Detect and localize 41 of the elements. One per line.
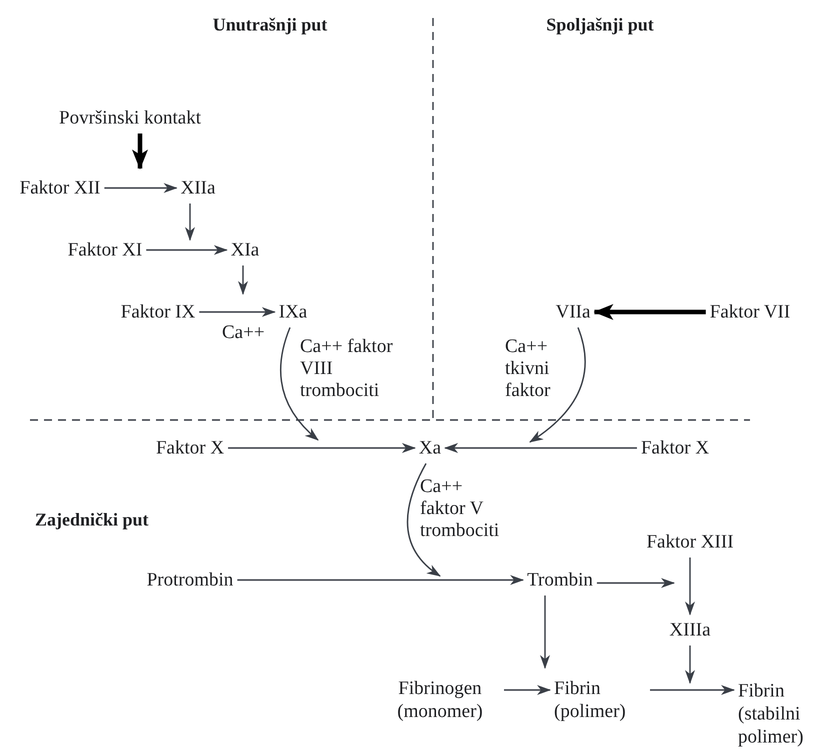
arrow (593, 304, 706, 320)
factor-label: Faktor VII (710, 300, 790, 324)
factor-label: XIIa (180, 176, 216, 200)
factor-label: Fibrinogen (monomer) (380, 677, 500, 723)
arrow (529, 327, 586, 443)
factor-label: Trombin (527, 568, 593, 592)
arrow (685, 646, 695, 684)
section-heading: Spoljašnji put (546, 14, 654, 36)
arrow (228, 443, 416, 453)
factor-label: XIa (230, 238, 260, 262)
factor-label: Faktor X (156, 436, 224, 460)
factor-label: XIIIa (669, 618, 711, 642)
arrow (237, 575, 524, 585)
arrow (238, 266, 248, 295)
factor-label: Xa (418, 436, 442, 460)
arrow (650, 685, 735, 695)
arrow (540, 596, 550, 669)
arrow (185, 204, 195, 241)
factor-label: Faktor IX (120, 300, 196, 324)
arrow (146, 245, 228, 255)
factor-label: Faktor XIII (646, 530, 734, 554)
factor-label: VIIa (556, 300, 590, 324)
arrow (280, 327, 319, 441)
factor-label: Faktor X (640, 436, 710, 460)
arrow (406, 463, 441, 577)
factor-label: IXa (278, 300, 308, 324)
arrow (104, 183, 178, 193)
factor-label: Fibrin (stabilni polimer) (738, 680, 824, 748)
arrow (685, 558, 695, 616)
arrow (504, 685, 551, 695)
factor-label: Faktor XI (68, 238, 142, 262)
factor-label: Protrombin (146, 568, 234, 592)
arrow (444, 443, 637, 453)
arrow (199, 307, 276, 317)
arrow (132, 134, 148, 170)
factor-label: Fibrin (polimer) (554, 677, 646, 723)
factor-label: Površinski kontakt (59, 106, 201, 130)
factor-label: Faktor XII (20, 176, 100, 200)
section-heading: Zajednički put (35, 510, 149, 530)
section-heading: Unutrašnji put (212, 14, 328, 36)
arrow (596, 578, 675, 588)
